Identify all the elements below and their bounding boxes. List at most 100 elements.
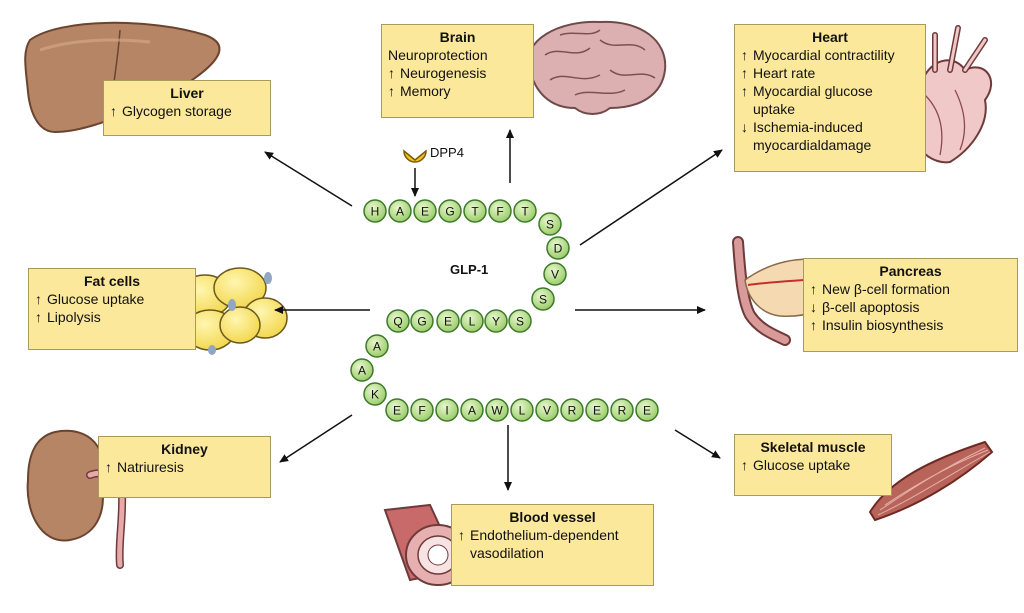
amino-acid-bead: T xyxy=(513,199,537,223)
amino-acid-bead: D xyxy=(546,236,570,260)
amino-acid-letter: S xyxy=(546,218,554,232)
amino-acid-letter: S xyxy=(516,315,524,329)
up-arrow-icon: ↑ xyxy=(388,65,395,81)
effect-line: ↑Heart rate xyxy=(735,64,925,82)
effect-line: ↑ Glycogen storage xyxy=(104,102,270,120)
effect-line: vasodilation xyxy=(452,544,653,562)
liver-box: Liver ↑Glycogen storage xyxy=(103,80,271,136)
effect-text: Lipolysis xyxy=(47,309,101,325)
up-arrow-icon: ↑ xyxy=(105,459,112,475)
fat-cells-box: Fat cells ↑ Glucose uptake ↑ Lipolysis xyxy=(28,268,196,350)
fat-cells-title: Fat cells xyxy=(83,273,141,289)
amino-acid-bead: F xyxy=(410,398,434,422)
amino-acid-bead: L xyxy=(510,398,534,422)
amino-acid-letter: T xyxy=(471,205,479,219)
amino-acid-bead: G xyxy=(438,199,462,223)
effect-text: Ischemia-induced xyxy=(753,119,863,135)
amino-acid-bead: F xyxy=(488,199,512,223)
amino-acid-bead: E xyxy=(585,398,609,422)
up-arrow-icon: ↑ xyxy=(810,317,817,333)
effect-text: Glucose uptake xyxy=(753,457,851,473)
effect-line: ↑Endothelium-dependent xyxy=(452,526,653,544)
amino-acid-bead: A xyxy=(460,398,484,422)
amino-acid-bead: A xyxy=(350,358,374,382)
effect-text: Natriuresis xyxy=(117,459,184,475)
dpp4-label: DPP4 xyxy=(430,145,464,160)
up-arrow-icon: ↑ xyxy=(35,291,42,307)
amino-acid-bead: S xyxy=(531,287,555,311)
effect-line: ↓Ischemia-induced xyxy=(735,118,925,136)
effect-line: ↑Myocardial contractility xyxy=(735,46,925,64)
amino-acid-bead: W xyxy=(485,398,509,422)
effect-text: Neurogenesis xyxy=(400,65,487,81)
amino-acid-letter: R xyxy=(568,404,577,418)
amino-acid-letter: W xyxy=(491,404,503,418)
up-arrow-icon: ↑ xyxy=(810,281,817,297)
amino-acid-letter: G xyxy=(417,315,426,329)
effect-text: Glucose uptake xyxy=(47,291,145,307)
amino-acid-bead: I xyxy=(435,398,459,422)
brain-box: Brain Neuroprotection↑Neurogenesis↑Memor… xyxy=(381,24,534,118)
amino-acid-bead: A xyxy=(388,199,412,223)
effect-line: Neuroprotection xyxy=(382,46,533,64)
effect-line: ↑Insulin biosynthesis xyxy=(804,316,1017,334)
amino-acid-bead: V xyxy=(543,262,567,286)
down-arrow-icon: ↓ xyxy=(810,299,817,315)
amino-acid-letter: A xyxy=(396,205,404,219)
amino-acid-bead: E xyxy=(635,398,659,422)
effect-text: myocardialdamage xyxy=(753,137,872,153)
amino-acid-letter: E xyxy=(444,315,452,329)
effect-line: ↓ β-cell apoptosis xyxy=(804,298,1017,316)
amino-acid-letter: E xyxy=(393,404,401,418)
amino-acid-letter: A xyxy=(358,364,366,378)
pancreas-title: Pancreas xyxy=(879,263,942,279)
arrow-to-kidney xyxy=(279,414,353,463)
up-arrow-icon: ↑ xyxy=(110,103,117,119)
amino-acid-letter: D xyxy=(554,242,563,256)
up-arrow-icon: ↑ xyxy=(741,65,748,81)
amino-acid-letter: L xyxy=(469,315,476,329)
amino-acid-bead: T xyxy=(463,199,487,223)
kidney-box: Kidney ↑ Natriuresis xyxy=(98,436,271,498)
glp1-label: GLP-1 xyxy=(450,262,489,277)
skeletal-muscle-box: Skeletal muscle ↑ Glucose uptake xyxy=(734,434,892,496)
amino-acid-letter: F xyxy=(496,205,503,219)
effect-line: ↑ Lipolysis xyxy=(29,308,195,326)
up-arrow-icon: ↑ xyxy=(458,527,465,543)
amino-acid-letter: K xyxy=(371,388,379,402)
kidney-title: Kidney xyxy=(161,441,208,457)
amino-acid-bead: E xyxy=(385,398,409,422)
amino-acid-letter: Q xyxy=(393,315,402,329)
amino-acid-letter: A xyxy=(468,404,476,418)
effect-line: ↑ Glucose uptake xyxy=(29,290,195,308)
up-arrow-icon: ↑ xyxy=(388,83,395,99)
effect-text: β-cell apoptosis xyxy=(822,299,920,315)
pancreas-box: Pancreas ↑New β-cell formation↓ β-cell ap… xyxy=(803,258,1018,352)
amino-acid-bead: R xyxy=(560,398,584,422)
amino-acid-letter: R xyxy=(618,404,627,418)
amino-acid-letter: L xyxy=(519,404,526,418)
effect-text: uptake xyxy=(753,101,796,117)
up-arrow-icon: ↑ xyxy=(35,309,42,325)
brain-title: Brain xyxy=(439,29,476,45)
amino-acid-letter: E xyxy=(643,404,651,418)
heart-box: Heart ↑Myocardial contractility↑Heart ra… xyxy=(734,24,926,172)
skeletal-muscle-illustration xyxy=(868,440,994,522)
effect-text: Glycogen storage xyxy=(122,103,232,119)
amino-acid-letter: V xyxy=(543,404,551,418)
arrow-to-liver xyxy=(264,151,353,207)
arrow-to-heart xyxy=(579,149,723,246)
skeletal-muscle-title: Skeletal muscle xyxy=(760,439,866,455)
amino-acid-letter: V xyxy=(551,268,559,282)
effect-line: uptake xyxy=(735,100,925,118)
amino-acid-bead: R xyxy=(610,398,634,422)
amino-acid-letter: F xyxy=(418,404,425,418)
heart-title: Heart xyxy=(812,29,848,45)
amino-acid-bead: S xyxy=(508,309,532,333)
amino-acid-bead: E xyxy=(413,199,437,223)
amino-acid-bead: A xyxy=(365,334,389,358)
effect-line: ↑New β-cell formation xyxy=(804,280,1017,298)
up-arrow-icon: ↑ xyxy=(741,457,748,473)
amino-acid-bead: K xyxy=(363,382,387,406)
